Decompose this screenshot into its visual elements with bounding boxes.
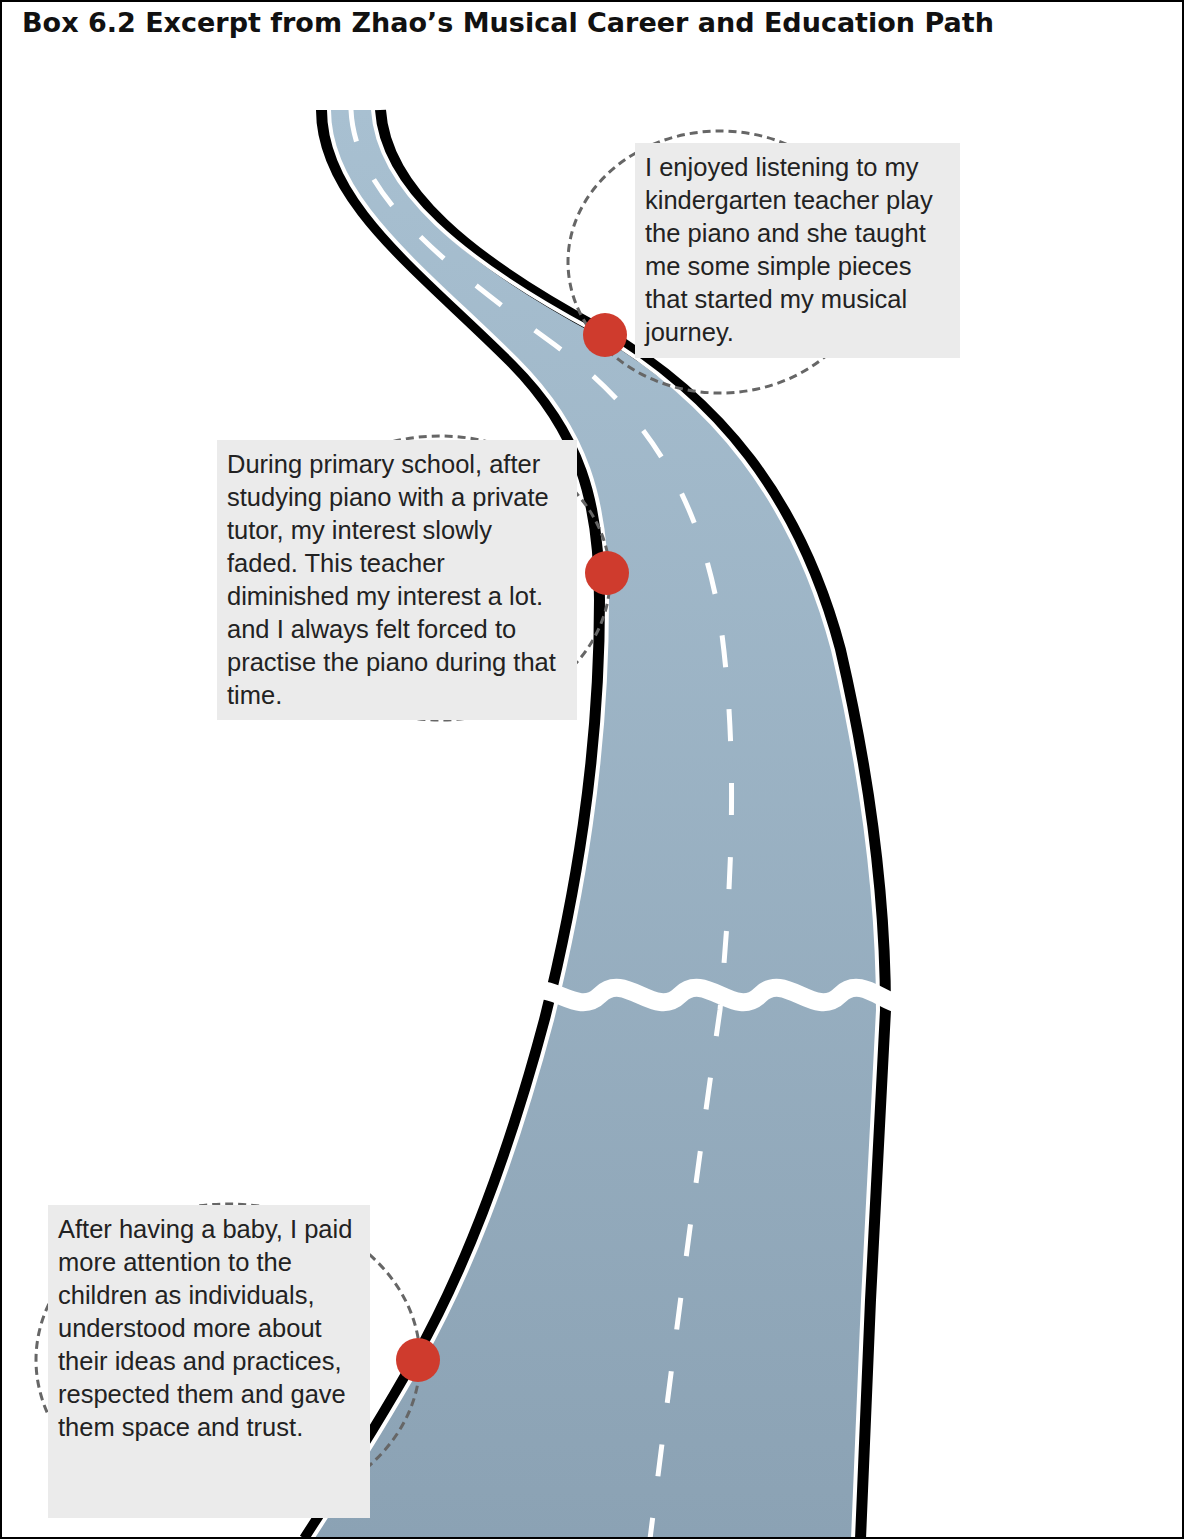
box-title: Box 6.2 Excerpt from Zhao’s Musical Care… xyxy=(22,7,994,38)
milestone-dot xyxy=(583,313,627,357)
callout-text: During primary school, after studying pi… xyxy=(227,448,567,712)
callout-box: I enjoyed listening to my kindergarten t… xyxy=(635,143,960,358)
road-break xyxy=(520,988,915,1005)
callout-box: During primary school, after studying pi… xyxy=(217,440,577,720)
milestone-dot xyxy=(585,551,629,595)
callout-box: After having a baby, I paid more attenti… xyxy=(48,1205,370,1518)
milestone-dot xyxy=(396,1338,440,1382)
callout-text: I enjoyed listening to my kindergarten t… xyxy=(645,151,950,349)
callout-text: After having a baby, I paid more attenti… xyxy=(58,1213,360,1444)
